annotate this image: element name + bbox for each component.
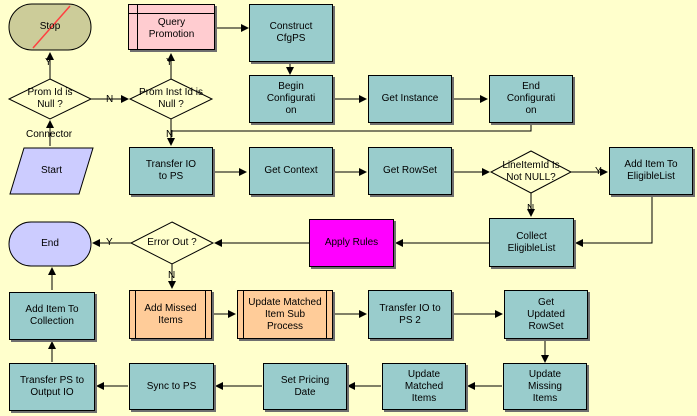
collect-eligiblelist-label: Collect EligibleList xyxy=(507,230,556,254)
add-item-to-eligiblelist-label: Add Item To EligibleList xyxy=(624,159,678,182)
edge-label-prominst-no: N xyxy=(166,129,174,140)
transfer-ps-to-output-io-node[interactable]: Transfer PS to Output IO xyxy=(9,363,95,411)
edge-label-lineitemid-yes: Y xyxy=(595,166,602,177)
end-terminator[interactable] xyxy=(8,221,92,267)
edge-label-promid-no: N xyxy=(106,94,114,105)
lineitemid-not-null-node[interactable]: LineItemId Is Not NULL? xyxy=(491,151,571,193)
update-missing-items-node[interactable]: Update Missing Items xyxy=(503,363,587,410)
get-context-label: Get Context xyxy=(264,165,318,176)
apply-rules-label: Apply Rules xyxy=(324,237,379,248)
update-missing-items-label: Update Missing Items xyxy=(528,368,562,404)
set-pricing-date-label: Set Pricing Date xyxy=(280,374,330,398)
stop-terminator[interactable] xyxy=(8,3,92,51)
prom-inst-id-null-label: Prom Inst Id is Null ? xyxy=(139,87,203,110)
transfer-ps-to-output-io-label: Transfer PS to Output IO xyxy=(19,375,85,398)
construct-cfgps-label: Construct CfgPS xyxy=(269,21,313,44)
stop-cross-line xyxy=(32,5,71,49)
connectors xyxy=(46,24,653,390)
start-node[interactable]: Start xyxy=(10,148,93,194)
add-item-to-eligiblelist-node[interactable]: Add Item To EligibleList xyxy=(609,147,693,195)
begin-configuration-label: Begin Configurati on xyxy=(266,81,316,116)
collect-eligiblelist-node[interactable]: Collect EligibleList xyxy=(489,218,574,267)
update-matched-items-node[interactable]: Update Matched Items xyxy=(382,363,466,410)
stop-label: Stop xyxy=(39,21,61,32)
add-item-to-collection-label: Add Item To Collection xyxy=(25,304,79,327)
edge-additem-to-collect xyxy=(575,195,653,247)
lineitemid-not-null-label: LineItemId Is Not NULL? xyxy=(502,160,560,183)
query-promotion-label: Query Promotion xyxy=(148,17,195,40)
end-configuration-node[interactable]: End Configurati on xyxy=(489,75,573,123)
apply-rules-node[interactable]: Apply Rules xyxy=(309,219,394,267)
start-label: Start xyxy=(40,165,63,176)
transfer-io-to-ps-node[interactable]: Transfer IO to PS xyxy=(129,147,213,195)
end-configuration-label: End Configurati on xyxy=(506,81,556,116)
error-out-label: Error Out ? xyxy=(147,237,197,248)
get-context-node[interactable]: Get Context xyxy=(249,147,333,195)
add-missed-items-label: Add Missed Items xyxy=(144,302,197,326)
sync-to-ps-label: Sync to PS xyxy=(146,380,197,392)
get-updated-rowset-node[interactable]: Get Updated RowSet xyxy=(504,290,588,339)
get-instance-label: Get Instance xyxy=(381,93,439,104)
end-node[interactable]: End xyxy=(9,222,91,266)
update-matched-item-sub-process-node[interactable]: Update Matched Item Sub Process xyxy=(237,290,333,339)
edge-label-prominst-yes: Y xyxy=(166,57,173,68)
add-missed-items-node[interactable]: Add Missed Items xyxy=(129,290,212,339)
end-label: End xyxy=(41,238,59,249)
start-parallelogram[interactable] xyxy=(9,147,94,195)
update-matched-item-sub-process-label: Update Matched Item Sub Process xyxy=(248,296,322,332)
get-rowset-label: Get RowSet xyxy=(383,165,437,176)
query-promotion-node[interactable]: Query Promotion xyxy=(128,4,215,50)
prom-inst-id-null-node[interactable]: Prom Inst Id is Null ? xyxy=(130,79,212,119)
stop-node[interactable]: Stop xyxy=(9,4,91,50)
get-rowset-node[interactable]: Get RowSet xyxy=(368,147,452,195)
construct-cfgps-node[interactable]: Construct CfgPS xyxy=(249,4,333,62)
get-updated-rowset-label: Get Updated RowSet xyxy=(527,296,565,332)
transfer-io-to-ps-2-node[interactable]: Transfer IO to PS 2 xyxy=(368,290,452,339)
transfer-io-to-ps-label: Transfer IO to PS xyxy=(145,159,197,182)
prom-id-null-diamond[interactable] xyxy=(7,78,93,120)
add-item-to-collection-node[interactable]: Add Item To Collection xyxy=(9,292,95,340)
sync-to-ps-node[interactable]: Sync to PS xyxy=(129,363,214,410)
begin-configuration-node[interactable]: Begin Configurati on xyxy=(249,75,333,123)
set-pricing-date-node[interactable]: Set Pricing Date xyxy=(263,363,347,410)
edge-label-lineitemid-no: N xyxy=(527,203,535,214)
edge-label-errorout-yes: Y xyxy=(106,237,113,248)
edge-endconfig-to-transfer xyxy=(167,122,532,146)
edge-label-errorout-no: N xyxy=(168,270,176,281)
connector-label: Connector xyxy=(26,129,73,140)
get-instance-node[interactable]: Get Instance xyxy=(368,75,452,123)
edge-label-promid-yes: Y xyxy=(45,57,52,68)
prom-id-null-node[interactable]: Prom Id is Null ? xyxy=(9,79,91,119)
error-out-node[interactable]: Error Out ? xyxy=(131,222,213,264)
prom-id-null-label: Prom Id is Null ? xyxy=(27,87,73,110)
transfer-io-to-ps-2-label: Transfer IO to PS 2 xyxy=(379,302,441,326)
update-matched-items-label: Update Matched Items xyxy=(404,368,444,404)
